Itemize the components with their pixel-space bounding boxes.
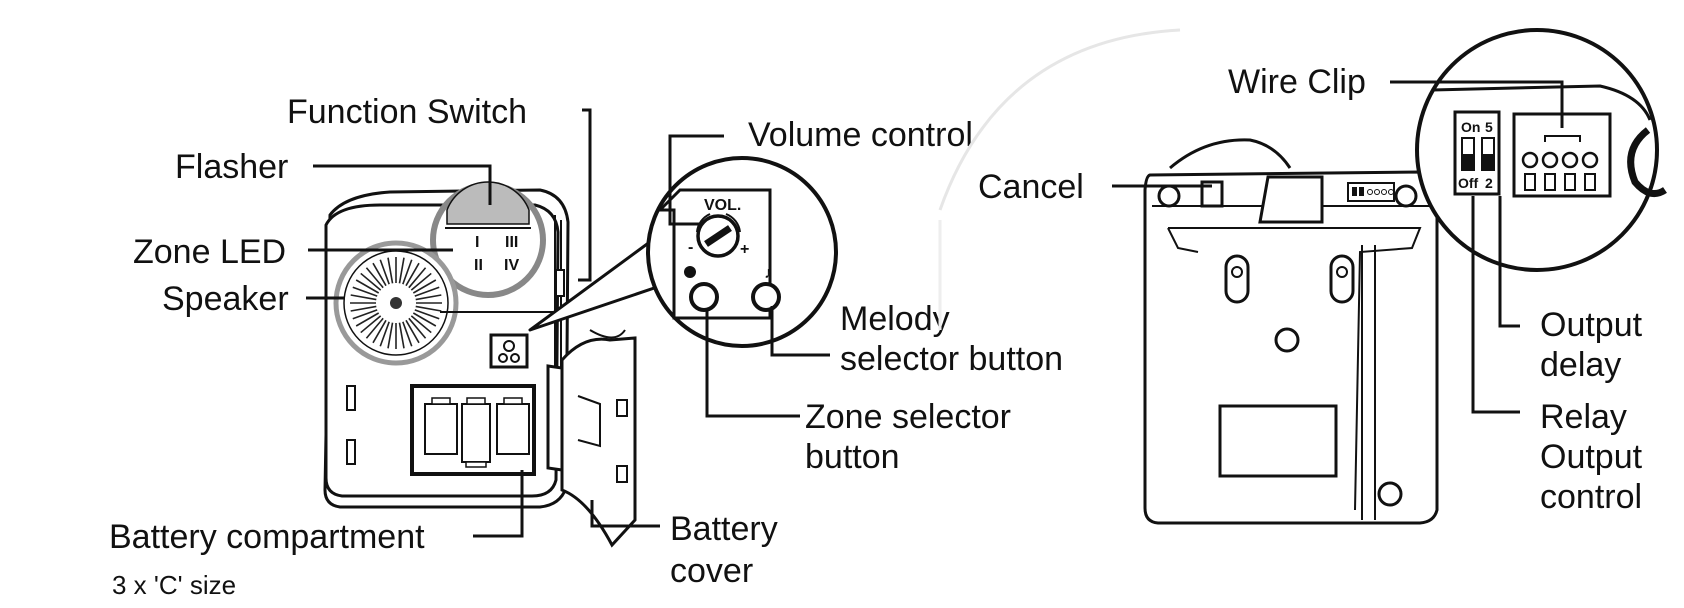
label-zone-led: Zone LED [133,233,286,271]
speaker-grille [333,240,459,366]
keyhole-slot [1329,254,1355,304]
label-volume-control: Volume control [748,116,973,154]
speaker-slot [387,322,394,349]
flasher-lens: I III II IV [430,181,546,298]
speaker-slot [355,279,380,294]
vol-mark: VOL. [704,197,741,214]
leader-battery-compartment [473,470,524,538]
speaker-slot [410,315,432,334]
speaker-slot [350,294,377,301]
leader-wire-clip [1390,80,1564,128]
speaker-slot [415,305,442,312]
speaker-slot [360,315,382,334]
speaker-slot [402,321,413,347]
dip-off-mark: Off [1458,175,1479,191]
speaker-slot [352,286,378,297]
speaker-slot [379,321,390,347]
leader-battery-cover [590,500,660,528]
label-cancel: Cancel [978,168,1084,206]
mount-slot [346,385,356,411]
label-battery-size: 3 x 'C' size [112,570,236,600]
leader-output-delay [1498,196,1520,328]
speaker-slot [350,305,377,312]
mount-slot [346,439,356,465]
speaker-slot [365,317,384,339]
dip-on-mark: On [1461,119,1480,135]
rear-unit: On 5 Off 2 Wire Clip Cancel Output [938,28,1667,525]
speaker-slot [408,267,427,289]
vol-plus-mark: + [740,241,749,258]
label-battery-cover-2: cover [670,552,753,590]
label-relay-output-3: control [1540,478,1642,516]
melody-selector-button[interactable] [751,282,781,312]
speaker-slot [402,259,413,285]
speaker-slot [352,309,378,320]
leader-zone-selector [705,308,800,418]
label-battery-cover-1: Battery [670,510,778,548]
label-output-delay-1: Output [1540,306,1643,344]
button-module[interactable] [489,333,529,369]
label-flasher: Flasher [175,148,288,186]
speaker-slot [415,294,442,301]
cancel-button[interactable] [1200,180,1224,208]
dip-2-mark: 2 [1485,175,1493,191]
control-callout: VOL. - + ♪ [528,156,838,348]
zone-mark-iii: III [505,234,518,251]
zone-mark-iv: IV [504,257,519,274]
battery-compartment [410,384,536,476]
label-speaker: Speaker [162,280,289,318]
wire-clip-callout: On 5 Off 2 [1415,28,1667,272]
label-output-delay-2: delay [1540,346,1621,384]
music-note-icon: ♪ [764,265,772,282]
leader-volume-control [668,134,724,226]
label-wire-clip: Wire Clip [1228,63,1366,101]
label-plate [1218,404,1338,478]
label-battery-compartment: Battery compartment [109,518,425,556]
speaker-slot [387,257,394,284]
leader-flasher [313,164,492,205]
speaker-slot [365,267,384,289]
keyhole-slot [1224,254,1250,304]
label-melody-2: selector button [840,340,1063,378]
leader-melody [770,306,830,357]
speaker-slot [355,312,380,327]
dip-5-mark: 5 [1485,119,1493,135]
battery-cover[interactable] [546,329,637,548]
zone-selector-button[interactable] [689,282,719,312]
label-function-switch: Function Switch [287,93,527,131]
leader-relay-output [1471,196,1520,414]
speaker-slot [412,312,437,327]
speaker-slot [414,309,440,320]
speaker-slot [372,319,387,344]
screw-hole [1274,327,1300,353]
label-relay-output-1: Relay [1540,398,1627,436]
speaker-slot [379,259,390,285]
speaker-slot [405,262,420,287]
zone-mark-i: I [475,234,479,251]
zone-mark-ii: II [474,257,483,274]
label-melody-1: Melody [840,300,950,338]
speaker-slot [408,317,427,339]
speaker-slot [414,286,440,297]
speaker-slot [360,272,382,291]
speaker-slot [398,322,405,349]
label-zone-selector-1: Zone selector [805,398,1011,436]
front-unit: I III II IV [109,93,1063,600]
vol-minus-mark: - [688,239,693,256]
function-switch[interactable] [555,269,565,297]
label-zone-selector-2: button [805,438,900,476]
speaker-slot [405,319,420,344]
speaker-slot [398,257,405,284]
leader-function-switch [578,108,592,282]
speaker-slot [412,279,437,294]
speaker-slot [410,272,432,291]
label-relay-output-2: Output [1540,438,1643,476]
speaker-slot [372,262,387,287]
